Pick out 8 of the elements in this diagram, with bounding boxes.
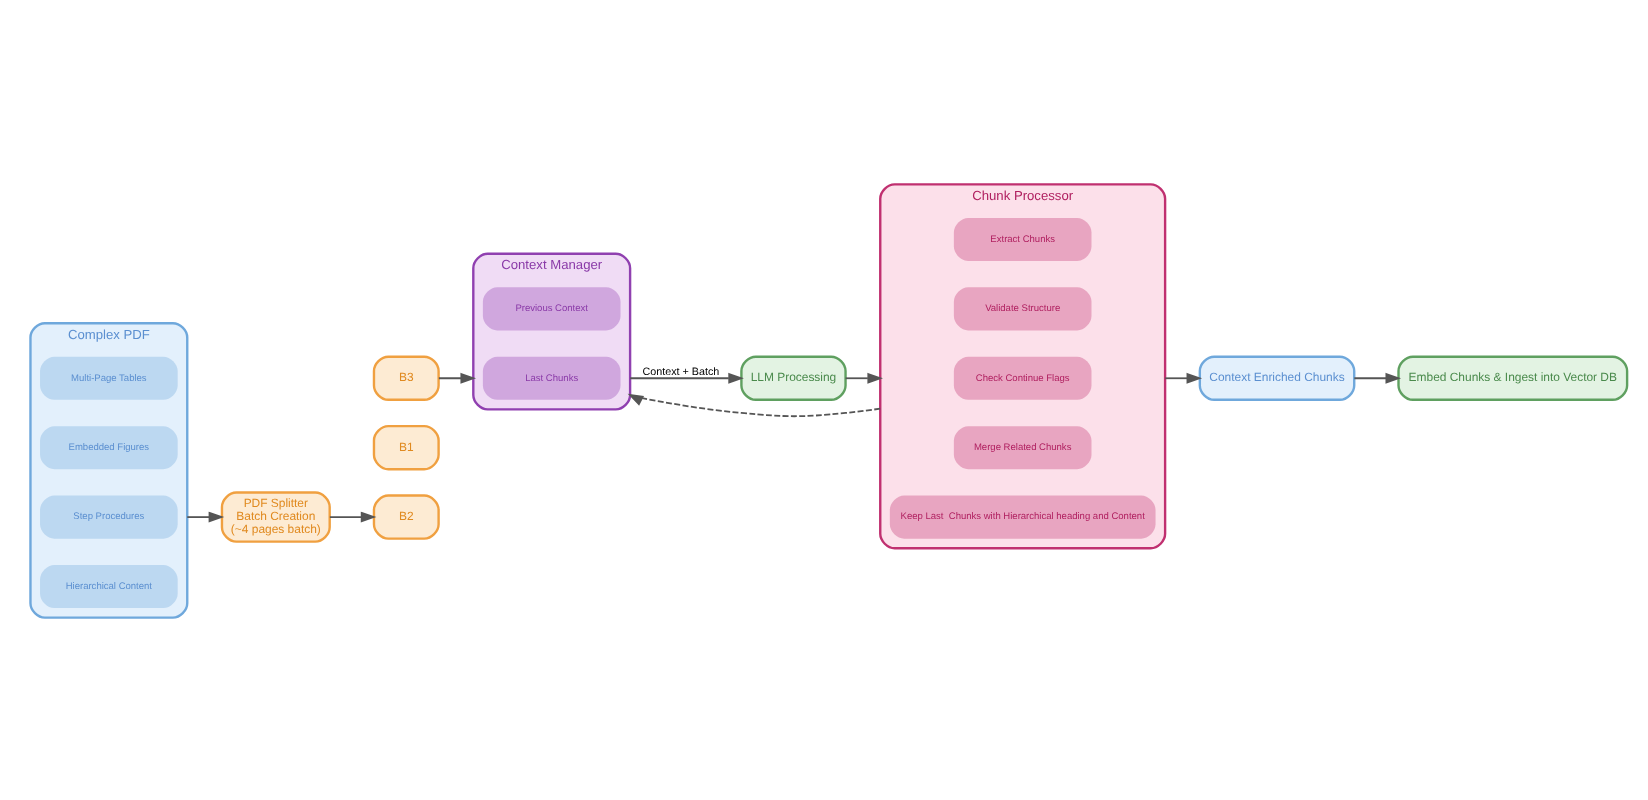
arrow: [1353, 371, 1402, 383]
arrow: [437, 371, 477, 383]
arrow: [844, 371, 883, 383]
arrow: [629, 371, 744, 383]
arrow: [186, 510, 225, 522]
arrow: [1164, 371, 1203, 383]
arrow: [627, 392, 882, 417]
arrow: [328, 510, 377, 522]
